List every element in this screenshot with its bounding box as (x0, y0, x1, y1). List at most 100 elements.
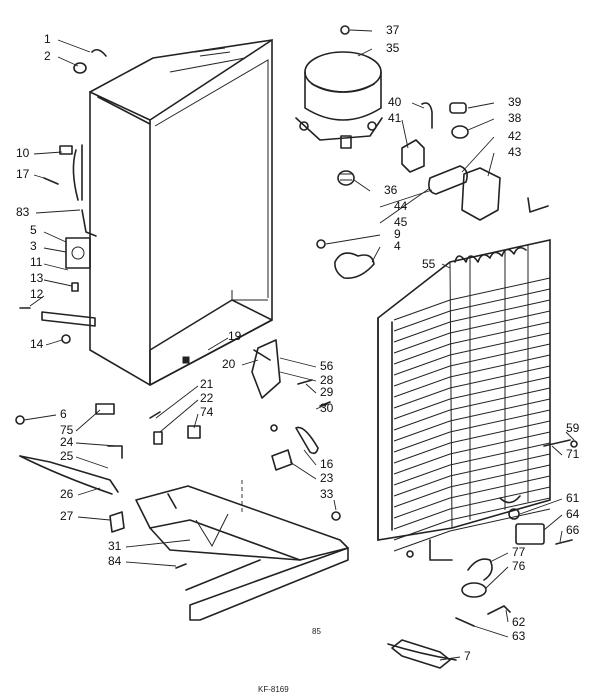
harness (15, 403, 187, 569)
leader-line-13 (43, 279, 73, 287)
part-label-56: 56 (320, 359, 334, 373)
part-label-22: 22 (200, 391, 214, 405)
condenser-tube (393, 475, 551, 519)
condenser (377, 239, 578, 561)
part-label-11: 11 (30, 255, 43, 269)
part-label-17: 17 (16, 167, 30, 181)
condenser-tube (393, 508, 551, 552)
part-label-10: 10 (16, 146, 30, 160)
part-label-83: 83 (16, 205, 30, 219)
leader-line-11 (43, 263, 69, 271)
part-label-62: 62 (512, 615, 526, 629)
leader-line-83 (35, 209, 81, 214)
leader-line-29 (305, 383, 317, 394)
leader-line-9 (325, 234, 381, 245)
leader-line-63 (473, 625, 509, 638)
leader-line-74 (193, 413, 199, 429)
part-label-25: 25 (60, 449, 74, 463)
leader-line-55 (441, 263, 451, 269)
condenser-tube (393, 343, 551, 387)
leader-line-42 (461, 136, 495, 173)
leader-line-24 (75, 442, 117, 447)
leader-line-26 (77, 487, 101, 496)
part-label-35: 35 (386, 41, 400, 55)
leader-line-4 (371, 246, 381, 263)
leader-line-19 (207, 337, 229, 351)
leader-line-16 (303, 449, 317, 466)
part-label-6: 6 (60, 407, 67, 421)
part-label-75: 75 (60, 423, 74, 437)
condenser-tube (393, 277, 551, 321)
doc-code: KF-8169 (258, 685, 289, 694)
part-label-3: 3 (30, 239, 37, 253)
part-label-45: 45 (394, 215, 408, 229)
condenser-tube (393, 354, 551, 398)
condenser-tube (393, 310, 551, 354)
condenser-tube (393, 420, 551, 464)
condenser-tube (393, 497, 551, 541)
part-label-24: 24 (60, 435, 74, 449)
part-label-5: 5 (30, 223, 37, 237)
part-label-33: 33 (320, 487, 334, 501)
leader-line-64 (543, 514, 563, 531)
leader-line-62 (505, 609, 509, 623)
leader-line-37 (349, 29, 373, 32)
leader-line-10 (33, 151, 63, 155)
compressor (295, 25, 383, 186)
condenser-tube (393, 321, 551, 365)
part-label-30: 30 (320, 401, 334, 415)
leader-line-66 (559, 530, 563, 543)
leader-line-2 (57, 56, 79, 67)
part-label-23: 23 (320, 471, 334, 485)
part-label-66: 66 (566, 523, 580, 537)
part-label-1: 1 (44, 32, 51, 46)
leader-line-14 (45, 339, 63, 346)
part-label-77: 77 (512, 545, 526, 559)
leader-line-17 (33, 174, 45, 179)
part-label-20: 20 (222, 357, 236, 371)
leader-line-41 (401, 119, 409, 149)
leader-line-23 (289, 461, 317, 480)
leader-line-3 (43, 247, 67, 253)
leader-line-7 (439, 656, 461, 661)
condenser-tube (393, 453, 551, 497)
leader-line-59 (565, 431, 575, 441)
leader-line-5 (43, 231, 67, 243)
part-label-31: 31 (108, 539, 122, 553)
part-label-84: 84 (108, 554, 122, 568)
part-label-42: 42 (508, 129, 522, 143)
part-label-12: 12 (30, 287, 44, 301)
cabinet (19, 39, 273, 386)
condenser-tube (393, 299, 551, 343)
leader-line-45 (379, 187, 431, 224)
leader-line-27 (77, 516, 111, 521)
part-label-13: 13 (30, 271, 44, 285)
leader-line-38 (467, 118, 495, 131)
part-label-61: 61 (566, 491, 580, 505)
part-label-28: 28 (320, 373, 334, 387)
leader-line-1 (57, 39, 91, 53)
leader-line-36 (353, 179, 371, 192)
electrical-parts (316, 102, 549, 280)
part-label-44: 44 (394, 199, 408, 213)
leader-line-84 (125, 561, 177, 567)
part-label-74: 74 (200, 405, 214, 419)
leader-line-77 (489, 552, 509, 563)
leader-line-30 (315, 403, 329, 410)
leader-line-12 (29, 295, 45, 307)
condenser-tube (393, 464, 551, 508)
leader-line-71 (551, 445, 563, 456)
leader-line-20 (241, 359, 259, 366)
condenser-tube (393, 486, 551, 530)
leader-line-21 (155, 385, 199, 419)
part-label-29: 29 (320, 385, 334, 399)
part-label-19: 19 (228, 329, 242, 343)
leader-line-43 (487, 152, 495, 177)
condenser-tube (393, 398, 551, 442)
leader-line-40 (411, 102, 425, 109)
leader-line-22 (159, 399, 199, 433)
part-label-38: 38 (508, 111, 522, 125)
part-label-71: 71 (566, 447, 580, 461)
mid-parts (149, 339, 341, 521)
